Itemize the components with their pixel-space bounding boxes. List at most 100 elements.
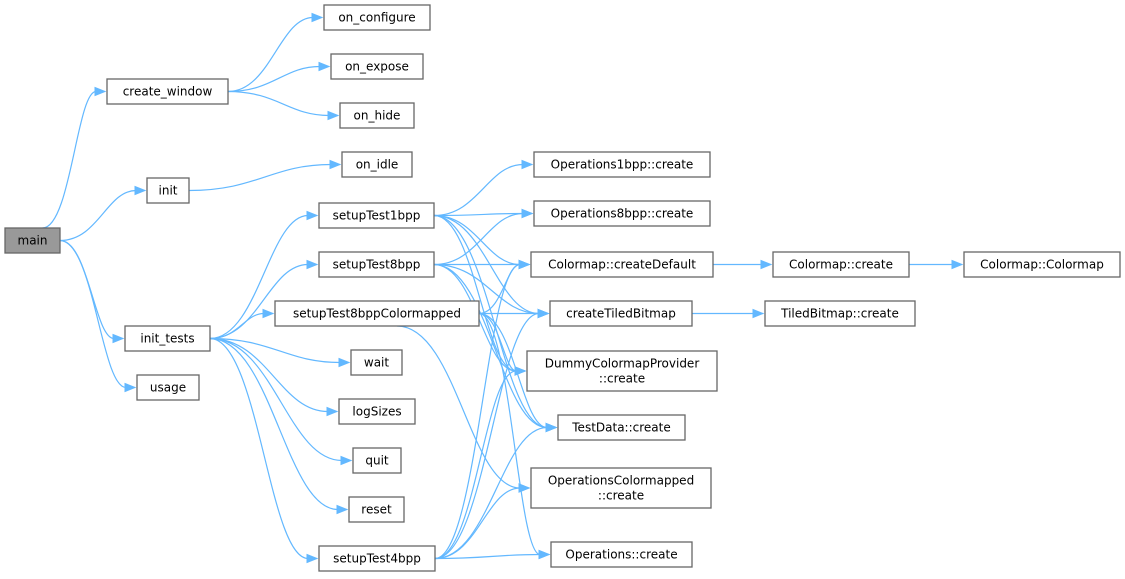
arrowhead-icon xyxy=(518,259,531,270)
node-init[interactable]: init xyxy=(146,177,190,204)
edge-init-tests-to-setup-test8bpp-colormapped xyxy=(209,308,275,340)
node-box xyxy=(323,4,431,31)
node-label: setupTest1bpp xyxy=(333,209,421,223)
node-label: wait xyxy=(364,356,390,370)
arrowhead-icon xyxy=(329,159,342,170)
node-label: setupTest8bppColormapped xyxy=(293,307,461,321)
node-label: TestData::create xyxy=(571,421,670,435)
edge-main-to-create-window xyxy=(42,86,107,229)
node-label: ::create xyxy=(599,372,645,386)
edge-setup-test4bpp-to-create-tiled-bitmap xyxy=(434,308,550,560)
node-label: quit xyxy=(365,454,389,468)
arrowhead-icon xyxy=(327,110,340,121)
node-colormap-create-default[interactable]: Colormap::createDefault xyxy=(530,251,714,278)
node-test-data-create[interactable]: TestData::create xyxy=(557,414,686,441)
arrowhead-icon xyxy=(94,86,107,97)
node-operations1bpp-create[interactable]: Operations1bpp::create xyxy=(533,151,711,178)
edge-init-to-on-idle xyxy=(188,159,342,192)
node-label: Colormap::Colormap xyxy=(980,258,1104,272)
node-box xyxy=(318,202,435,229)
node-label: DummyColormapProvider xyxy=(545,357,700,371)
node-box xyxy=(318,251,435,278)
arrowhead-icon xyxy=(538,549,551,560)
node-setup-test8bpp-colormapped[interactable]: setupTest8bppColormapped xyxy=(274,300,480,327)
node-box xyxy=(124,325,211,352)
arrowhead-icon xyxy=(951,259,964,270)
node-quit[interactable]: quit xyxy=(352,447,402,474)
arrowhead-icon xyxy=(514,366,527,376)
edge-setup-test4bpp-to-operations-create xyxy=(434,549,551,560)
node-box xyxy=(550,541,693,568)
node-box xyxy=(338,398,416,425)
arrowhead-icon xyxy=(518,483,531,493)
node-label: ::create xyxy=(598,489,644,503)
node-box xyxy=(764,300,916,327)
edge-setup-test4bpp-to-colormap-create-default xyxy=(434,259,531,560)
edge-setup-test4bpp-to-operations-colormapped-create xyxy=(434,483,531,560)
node-box xyxy=(530,251,714,278)
edge-setup-test8bpp-colormapped-to-operations-create xyxy=(478,312,551,560)
arrowhead-icon xyxy=(545,422,558,433)
node-usage[interactable]: usage xyxy=(136,374,200,401)
node-setup-test4bpp[interactable]: setupTest4bpp xyxy=(318,545,436,572)
edge-init-tests-to-wait xyxy=(209,337,351,368)
edge-setup-test4bpp-to-dummy-colormap-provider-create xyxy=(434,366,527,560)
arrowhead-icon xyxy=(306,210,319,221)
node-init-tests[interactable]: init_tests xyxy=(124,325,211,352)
node-label: Colormap::createDefault xyxy=(548,258,696,272)
node-on-hide[interactable]: on_hide xyxy=(339,102,415,129)
arrowhead-icon xyxy=(521,208,534,219)
node-box xyxy=(274,300,480,327)
node-operations-colormapped-create[interactable]: OperationsColormapped::create xyxy=(530,467,712,509)
arrowhead-icon xyxy=(134,185,147,196)
edge-init-tests-to-setup-test1bpp xyxy=(209,210,319,340)
node-create-window[interactable]: create_window xyxy=(106,78,229,105)
edge-colormap-create-default-to-colormap-create xyxy=(713,259,773,270)
edge-init-tests-to-setup-test8bpp xyxy=(209,259,319,340)
arrowhead-icon xyxy=(760,259,773,270)
node-label: TiledBitmap::create xyxy=(780,307,899,321)
node-label: Operations1bpp::create xyxy=(551,158,694,172)
node-log-sizes[interactable]: logSizes xyxy=(338,398,416,425)
edge-colormap-create-to-colormap-colormap xyxy=(909,259,964,270)
node-on-expose[interactable]: on_expose xyxy=(330,53,424,80)
edge-init-tests-to-log-sizes xyxy=(209,337,339,417)
arrowhead-icon xyxy=(338,357,351,368)
node-reset[interactable]: reset xyxy=(348,496,405,523)
node-setup-test8bpp[interactable]: setupTest8bpp xyxy=(318,251,435,278)
edge-setup-test1bpp-to-operations1bpp-create xyxy=(433,159,534,217)
node-box xyxy=(533,151,711,178)
node-wait[interactable]: wait xyxy=(350,349,403,376)
node-setup-test1bpp[interactable]: setupTest1bpp xyxy=(318,202,435,229)
edge-setup-test1bpp-to-colormap-create-default xyxy=(433,214,531,270)
node-main[interactable]: main xyxy=(4,227,61,254)
edge-create-tiled-bitmap-to-tiled-bitmap-create xyxy=(692,308,765,319)
arrowhead-icon xyxy=(306,553,319,564)
edge-main-to-init xyxy=(59,185,147,242)
node-label: init xyxy=(159,184,178,198)
node-on-configure[interactable]: on_configure xyxy=(323,4,431,31)
node-box xyxy=(348,496,405,523)
node-box xyxy=(136,374,200,401)
arrowhead-icon xyxy=(537,308,550,319)
node-label: on_idle xyxy=(356,158,399,172)
node-colormap-colormap[interactable]: Colormap::Colormap xyxy=(963,251,1121,278)
node-dummy-colormap-provider-create[interactable]: DummyColormapProvider::create xyxy=(526,350,718,392)
arrowhead-icon xyxy=(340,455,353,466)
node-box xyxy=(549,300,693,327)
node-tiled-bitmap-create[interactable]: TiledBitmap::create xyxy=(764,300,916,327)
node-box xyxy=(106,78,229,105)
node-create-tiled-bitmap[interactable]: createTiledBitmap xyxy=(549,300,693,327)
node-label: init_tests xyxy=(140,332,194,346)
node-operations8bpp-create[interactable]: Operations8bpp::create xyxy=(533,200,711,227)
node-box xyxy=(146,177,190,204)
node-label: reset xyxy=(361,503,392,517)
node-colormap-create[interactable]: Colormap::create xyxy=(772,251,910,278)
node-on-idle[interactable]: on_idle xyxy=(341,151,413,178)
node-label: Operations::create xyxy=(565,548,677,562)
node-operations-create[interactable]: Operations::create xyxy=(550,541,693,568)
node-box xyxy=(341,151,413,178)
edge-main-to-usage xyxy=(59,239,137,393)
